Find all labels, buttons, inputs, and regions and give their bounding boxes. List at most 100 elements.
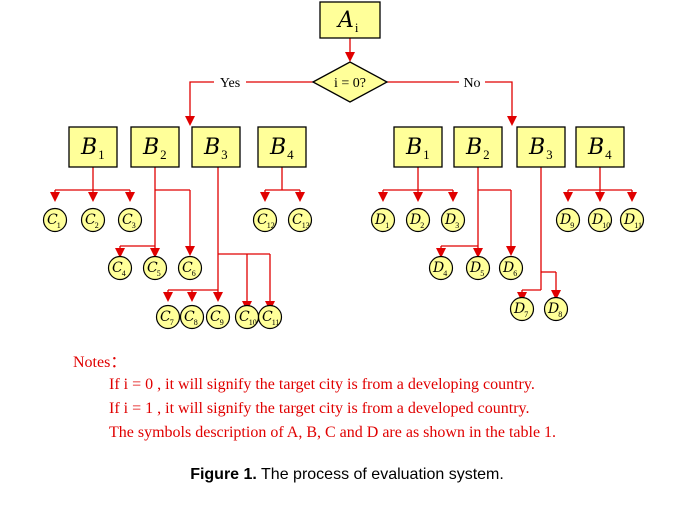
c-leaf-node: C7 — [155, 304, 181, 330]
c-leaf-node: C3 — [117, 207, 143, 233]
d-leaf-node: D6 — [498, 255, 524, 281]
node-circle — [155, 304, 181, 330]
node-subscript: 10 — [602, 221, 610, 230]
node-circle — [252, 207, 278, 233]
node-label: B3 — [203, 135, 228, 162]
c-leaf-node: C6 — [177, 255, 203, 281]
arrow-head — [88, 192, 98, 202]
node-box — [191, 126, 241, 168]
node-subscript: i — [355, 20, 359, 35]
arrow-head — [187, 292, 197, 302]
node-subscript: 1 — [57, 221, 61, 230]
no-b-node: B2 — [453, 126, 503, 168]
arrow-head — [50, 192, 60, 202]
note-line: The symbols description of A, B, C and D… — [109, 424, 557, 441]
node-circle — [80, 207, 106, 233]
node-label: Ai — [336, 8, 359, 35]
node-subscript: 1 — [423, 147, 430, 162]
arrow-head — [115, 248, 125, 258]
connectors — [50, 38, 637, 311]
node-subscript: 5 — [157, 269, 161, 278]
node-circle — [465, 255, 491, 281]
arrow-head — [595, 192, 605, 202]
node-circle — [370, 207, 396, 233]
node-circle — [179, 304, 205, 330]
node-subscript: 11 — [272, 318, 280, 327]
c-leaf-node: C13 — [287, 207, 313, 233]
node-circle — [587, 207, 613, 233]
arrow-head — [563, 192, 573, 202]
node-box — [453, 126, 503, 168]
node-subscript: 4 — [605, 147, 612, 162]
node-circle — [142, 255, 168, 281]
d-leaf-node: D9 — [555, 207, 581, 233]
node-circle — [107, 255, 133, 281]
c-leaf-node: C10 — [234, 304, 260, 330]
caption-text: The process of evaluation system. — [256, 466, 504, 483]
node-label: C6 — [182, 260, 196, 278]
node-subscript: 3 — [132, 221, 136, 230]
arrow-head — [506, 246, 516, 256]
node-subscript: 12 — [267, 221, 275, 230]
connector-line — [189, 81, 313, 118]
node-circle — [405, 207, 431, 233]
node-label: C5 — [147, 260, 161, 278]
arrow-head — [125, 192, 135, 202]
node-subscript: 6 — [192, 269, 196, 278]
figure-caption: Figure 1. The process of evaluation syst… — [0, 466, 694, 484]
d-leaf-node: D5 — [465, 255, 491, 281]
yes-b-node: B4 — [257, 126, 307, 168]
node-subscript: 9 — [570, 221, 574, 230]
arrow-head — [378, 192, 388, 202]
node-subscript: 3 — [546, 147, 553, 162]
node-circle — [440, 207, 466, 233]
c-leaf-node: C9 — [205, 304, 231, 330]
node-circle — [42, 207, 68, 233]
c-leaf-node: C2 — [80, 207, 106, 233]
node-subscript: 8 — [558, 310, 562, 319]
yes-b-node: B2 — [130, 126, 180, 168]
node-label: C9 — [210, 309, 224, 327]
node-box — [257, 126, 307, 168]
node-label: C4 — [112, 260, 126, 278]
node-subscript: 4 — [443, 269, 447, 278]
node-subscript: 4 — [122, 269, 126, 278]
node-label: D5 — [469, 260, 484, 278]
node-label: D2 — [409, 212, 424, 230]
arrow-head — [260, 192, 270, 202]
arrow-head — [627, 192, 637, 202]
node-box — [516, 126, 566, 168]
node-subscript: 11 — [634, 221, 642, 230]
arrow-head — [185, 116, 195, 126]
yes-b-node: B3 — [191, 126, 241, 168]
node-subscript: 7 — [170, 318, 174, 327]
arrow-head — [150, 248, 160, 258]
d-leaf-node: D1 — [370, 207, 396, 233]
node-label: C7 — [160, 309, 174, 327]
node-box — [393, 126, 443, 168]
arrow-head — [213, 292, 223, 302]
caption-label: Figure 1. — [190, 466, 257, 483]
d-leaf-node: D3 — [440, 207, 466, 233]
arrow-head — [295, 192, 305, 202]
arrow-head — [185, 246, 195, 256]
node-subscript: 2 — [160, 147, 167, 162]
node-label: D1 — [374, 212, 389, 230]
node-label: C1 — [47, 212, 61, 230]
node-subscript: 4 — [287, 147, 294, 162]
node-subscript: 13 — [302, 221, 310, 230]
d-leaf-node: D7 — [509, 296, 535, 322]
decision-label: i = 0? — [334, 76, 366, 91]
node-subscript: 5 — [480, 269, 484, 278]
node-label: C8 — [184, 309, 198, 327]
no-b-node: B1 — [393, 126, 443, 168]
c-leaf-node: C1 — [42, 207, 68, 233]
node-subscript: 1 — [385, 221, 389, 230]
c-leaf-node: C12 — [252, 207, 278, 233]
connector-line — [387, 81, 513, 118]
arrow-head — [448, 192, 458, 202]
node-circle — [498, 255, 524, 281]
node-label: D9 — [559, 212, 574, 230]
